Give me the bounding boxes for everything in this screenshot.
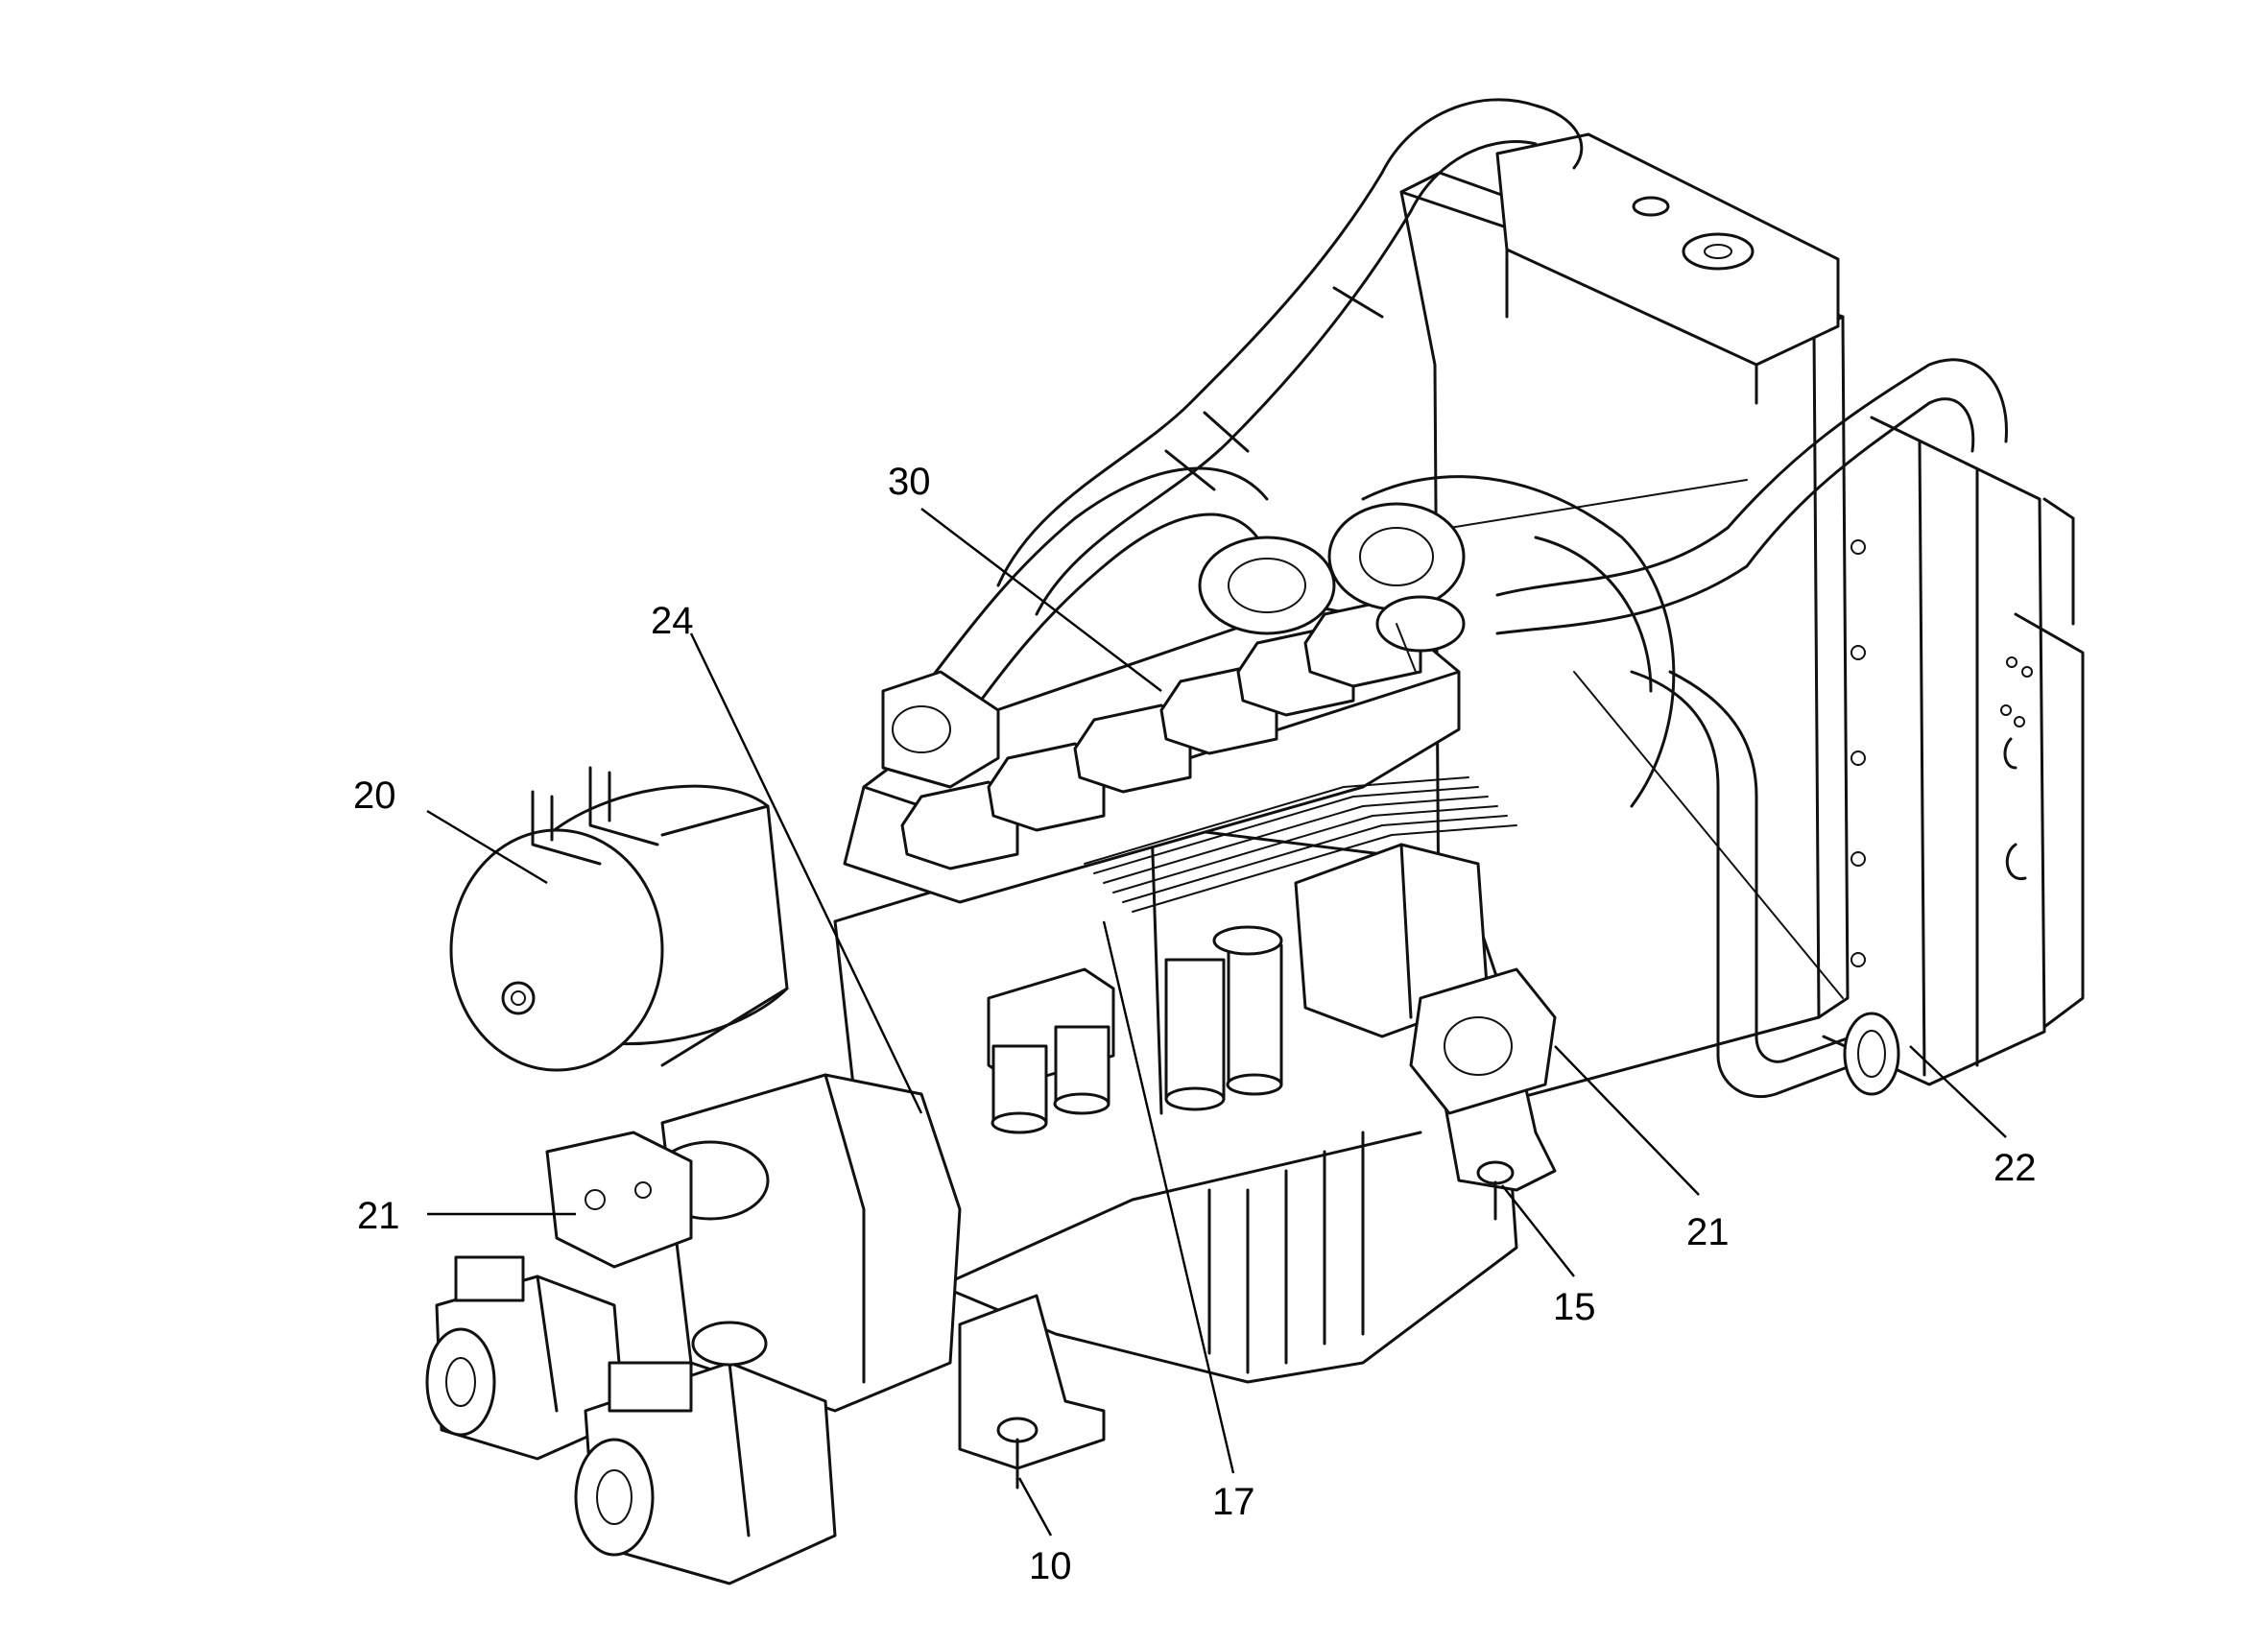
expansion-tank — [1495, 132, 1840, 405]
callout-24: 24 — [651, 600, 694, 642]
leader-17 — [1102, 920, 1235, 1474]
alternator — [1409, 967, 1557, 1115]
injection-pump — [1294, 843, 1490, 1038]
hydraulic-pump-upper — [425, 1255, 626, 1461]
callout-17: 17 — [1212, 1481, 1255, 1523]
fuel-filters — [987, 925, 1283, 1134]
callout-15: 15 — [1553, 1286, 1596, 1328]
leader-20 — [426, 809, 548, 885]
pto-gearbox — [651, 1073, 962, 1413]
hydraulic-pump-lower — [574, 1321, 837, 1585]
leader-21-right — [1554, 1045, 1700, 1196]
rocker-covers — [900, 598, 1422, 870]
cooling-fan — [1361, 475, 1844, 999]
callout-20: 20 — [353, 774, 396, 817]
leader-lines — [426, 508, 2007, 1537]
callout-21-left: 21 — [357, 1195, 400, 1237]
pump-valve-block — [545, 1131, 693, 1269]
turbocharger — [1198, 502, 1466, 673]
air-filter-brackets — [531, 766, 659, 866]
callout-labels: 30 24 20 21 21 22 15 17 10 — [353, 461, 2037, 1587]
engine-mount-front — [958, 1294, 1106, 1489]
leader-15 — [1501, 1184, 1575, 1277]
leader-10 — [1017, 1477, 1053, 1537]
radiator-bolts — [1850, 539, 2033, 967]
callout-22: 22 — [1993, 1147, 2037, 1189]
air-filter-center-bolt — [501, 981, 536, 1015]
fuel-injection-lines — [1084, 776, 1517, 913]
leader-24 — [689, 632, 923, 1114]
leader-22 — [1909, 1045, 2007, 1138]
exhaust-elbow — [881, 670, 1000, 789]
callout-30: 30 — [888, 461, 931, 503]
air-intake-pipe — [919, 466, 1269, 731]
callout-21-right: 21 — [1686, 1211, 1730, 1253]
leader-30 — [920, 508, 1162, 692]
callout-10: 10 — [1029, 1545, 1072, 1587]
charge-air-pipe-upper — [996, 98, 1584, 616]
air-filter — [449, 766, 789, 1072]
